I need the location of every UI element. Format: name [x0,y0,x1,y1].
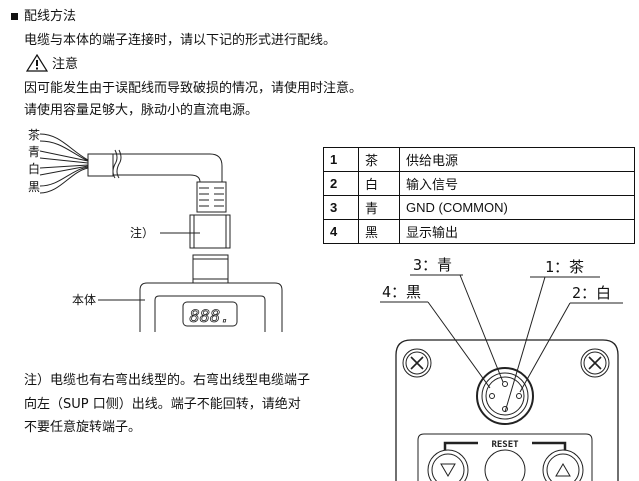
body-label: 本体 [72,293,97,307]
warning-icon [26,54,48,72]
pin-number: 4 [323,219,359,244]
pin-function: 输入信号 [399,171,635,196]
pin1-label: 1：茶 [545,258,585,276]
footnote-line-1: 注）电缆也有右弯出线型的。右弯出线型电缆端子 [24,373,311,388]
pin-function: 供给电源 [399,147,635,172]
bullet-icon [11,13,18,20]
wire-color: 青 [358,195,400,220]
wire-color: 黑 [358,219,400,244]
note-label: 注） [130,226,155,240]
wire-label-brown: 茶 [28,128,41,142]
intro-text: 电缆与本体的端子连接时，请以下记的形式进行配线。 [24,33,337,48]
pin-number: 2 [323,171,359,196]
pin3-label: 3：青 [413,256,453,274]
pin2-label: 2：白 [572,284,612,302]
reset-label: RESET [491,440,519,450]
section-heading: 配线方法 [24,9,77,24]
caution-line-2: 请使用容量足够大，脉动小的直流电源。 [24,103,259,118]
wire-label-black: 黒 [28,180,41,194]
wire-label-blue: 青 [28,145,41,159]
pin-number: 3 [323,195,359,220]
wire-color: 白 [358,171,400,196]
pin-function: 显示输出 [399,219,635,244]
display-digits: 888. [190,307,231,327]
caution-line-1: 因可能发生由于误配线而导致破损的情况，请使用时注意。 [24,81,363,96]
pin4-label: 4：黒 [382,283,422,301]
wire-color: 茶 [358,147,400,172]
caution-title: 注意 [52,57,79,72]
footnote-line-2: 向左（SUP 口侧）出线。端子不能回转，请绝对 [24,397,301,412]
wire-label-white: 白 [28,162,41,176]
footnote-line-3: 不要任意旋转端子。 [24,420,142,435]
